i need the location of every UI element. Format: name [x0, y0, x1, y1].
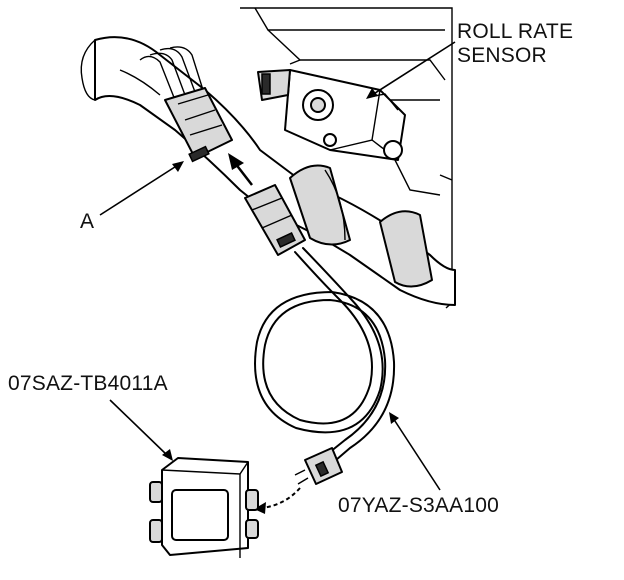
- tester-box-label: 07SAZ-TB4011A: [8, 372, 168, 395]
- roll-rate-sensor: [257, 69, 406, 161]
- insertion-arrow-icon: [228, 153, 253, 186]
- roll-rate-sensor-label-line2: SENSOR: [457, 44, 547, 67]
- connect-arrow-icon: [254, 487, 301, 514]
- harness-plug: [294, 447, 343, 485]
- connector-a-label: A: [80, 210, 94, 233]
- tester-box: [149, 457, 259, 558]
- harness-connector: [244, 184, 306, 256]
- harness-label: 07YAZ-S3AA100: [338, 494, 499, 517]
- leader-lines: [99, 41, 456, 491]
- roll-rate-sensor-label-line1: ROLL RATE: [457, 20, 573, 43]
- harness-cable: [254, 247, 396, 461]
- connector-a: [139, 46, 233, 163]
- vehicle-panel: [240, 7, 456, 309]
